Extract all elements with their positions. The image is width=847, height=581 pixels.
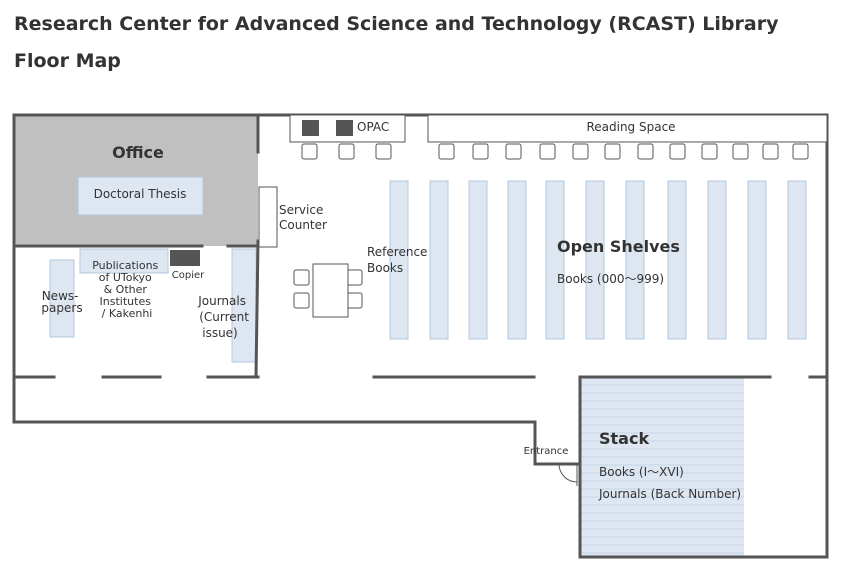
doctoral-thesis-label: Doctoral Thesis	[94, 187, 187, 201]
stack-label: Stack	[599, 429, 649, 448]
chair	[375, 143, 392, 160]
open-shelf	[545, 180, 565, 340]
chair	[346, 269, 363, 286]
entrance-door	[558, 463, 578, 486]
open-shelf	[389, 180, 409, 340]
open-shelf	[667, 180, 687, 340]
journals-shelf	[231, 248, 257, 363]
reference-books-label: Reference Books	[367, 245, 431, 275]
service-counter-label: Service Counter	[279, 203, 327, 232]
reading-space-desk	[427, 114, 828, 143]
reference-table	[312, 263, 349, 318]
office-label: Office	[112, 143, 164, 162]
doctoral-thesis-shelf	[77, 176, 204, 216]
chair	[669, 143, 686, 160]
open-shelves-label: Open Shelves	[557, 237, 680, 256]
chair	[293, 269, 310, 286]
chair	[792, 143, 809, 160]
page-subtitle: Floor Map	[14, 50, 121, 72]
chair	[762, 143, 779, 160]
walls	[12, 113, 829, 559]
chair	[539, 143, 556, 160]
chair	[637, 143, 654, 160]
newspaper-shelf	[49, 259, 75, 338]
open-shelf	[747, 180, 767, 340]
publications-shelf	[79, 248, 169, 274]
page-title: Research Center for Advanced Science and…	[14, 13, 779, 35]
chair	[572, 143, 589, 160]
stack-books-label: Books (I〜XVI)	[599, 465, 684, 479]
open-shelf	[468, 180, 488, 340]
chair	[346, 292, 363, 309]
journals-current-label: Journals (Current issue)	[197, 294, 253, 340]
chair	[732, 143, 749, 160]
opac-label: OPAC	[357, 120, 389, 134]
chair	[505, 143, 522, 160]
open-shelf	[787, 180, 807, 340]
chair	[701, 143, 718, 160]
chair	[604, 143, 621, 160]
service-counter-desk	[258, 186, 278, 248]
opac-terminal	[302, 120, 319, 136]
entrance-label: Entrance	[524, 446, 569, 457]
stack-shelves	[580, 377, 744, 557]
chair	[293, 292, 310, 309]
publications-label: Publications of UTokyo & Other Institute…	[92, 259, 162, 320]
open-shelf	[707, 180, 727, 340]
chair	[338, 143, 355, 160]
chair	[301, 143, 318, 160]
copier-label: Copier	[172, 270, 205, 281]
open-shelf	[625, 180, 645, 340]
open-shelf	[507, 180, 527, 340]
stack-journals-label: Journals (Back Number)	[598, 487, 741, 501]
chair	[472, 143, 489, 160]
chair	[438, 143, 455, 160]
opac-terminal	[336, 120, 353, 136]
open-shelves-books-label: Books (000〜999)	[557, 272, 664, 286]
open-shelf	[585, 180, 605, 340]
open-shelf	[429, 180, 449, 340]
newspapers-label: News- papers	[41, 289, 82, 315]
reading-space-label: Reading Space	[586, 120, 675, 134]
copier-machine	[170, 250, 200, 266]
